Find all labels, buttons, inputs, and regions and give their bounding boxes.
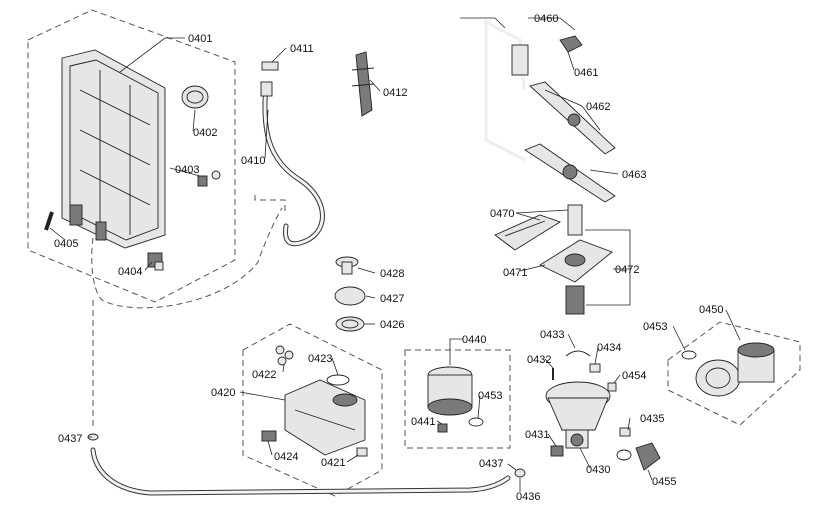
label-0462: 0462 — [586, 101, 610, 113]
part-0454-clip — [607, 382, 617, 392]
label-0405: 0405 — [54, 238, 78, 250]
label-0470: 0470 — [490, 208, 514, 220]
part-0441-nut — [437, 423, 448, 433]
label-0454: 0454 — [622, 370, 646, 382]
part-0421-clip — [356, 447, 368, 457]
part-0428-cap — [335, 256, 359, 275]
label-0423: 0423 — [308, 353, 332, 365]
label-0410: 0410 — [241, 155, 265, 167]
label-0411: 0411 — [290, 43, 314, 55]
part-0453-seal-ring — [681, 350, 697, 360]
label-0463: 0463 — [622, 169, 646, 181]
hose-0410-dashed-link — [254, 195, 286, 215]
part-0450-circulation-pump — [695, 342, 775, 397]
label-0441: 0441 — [411, 416, 435, 428]
part-0411-clip — [261, 61, 279, 71]
part-0405-strip — [44, 211, 54, 231]
label-0450: 0450 — [699, 304, 723, 316]
part-0427-cover — [334, 286, 366, 306]
part-0455-sensor — [616, 442, 661, 471]
label-0430: 0430 — [586, 464, 610, 476]
label-0404: 0404 — [118, 266, 142, 278]
part-0412-rail — [351, 51, 375, 117]
label-0426: 0426 — [380, 319, 404, 331]
drain-hose-inner — [91, 448, 510, 495]
label-0460: 0460 — [534, 13, 558, 25]
part-0404-connector — [147, 252, 164, 271]
part-0463-lower-spray-arm — [524, 143, 616, 203]
label-0472: 0472 — [615, 264, 639, 276]
label-0455: 0455 — [652, 476, 676, 488]
leader-lines — [49, 17, 741, 492]
label-0471: 0471 — [503, 267, 527, 279]
label-0432: 0432 — [527, 354, 551, 366]
part-0410-hose — [260, 81, 325, 247]
label-0421: 0421 — [321, 457, 345, 469]
part-0430-sump — [545, 381, 611, 449]
label-0437-left: 0437 — [58, 433, 82, 445]
label-0420: 0420 — [211, 387, 235, 399]
label-0428: 0428 — [380, 268, 404, 280]
part-0462-upper-spray-arm — [529, 81, 616, 155]
label-0402: 0402 — [193, 127, 217, 139]
label-0437-right: 0437 — [479, 458, 503, 470]
label-0422: 0422 — [252, 369, 276, 381]
part-0434-clip — [589, 363, 601, 373]
part-0433-clamp — [565, 350, 591, 357]
drain-hose — [90, 447, 511, 496]
label-0403: 0403 — [175, 164, 199, 176]
label-0412: 0412 — [383, 87, 407, 99]
part-0401-side-panel — [61, 49, 166, 249]
part-0472-fine-filter — [565, 204, 585, 315]
label-0431: 0431 — [525, 429, 549, 441]
part-0423-seal-ring — [326, 374, 350, 386]
label-0436: 0436 — [516, 491, 540, 503]
part-0422-small-parts — [275, 345, 294, 366]
part-0426-ring — [335, 316, 365, 332]
part-0435-fitting — [619, 427, 631, 437]
label-0401: 0401 — [188, 33, 212, 45]
part-0460-arm-carrier — [484, 20, 529, 162]
part-labels: 0401 0402 0403 0404 0405 0411 0410 0412 … — [54, 13, 723, 503]
part-0402-seal — [181, 85, 209, 109]
group-outline-0401 — [27, 9, 236, 303]
part-0461-nut — [559, 35, 583, 53]
label-0461: 0461 — [574, 67, 598, 79]
part-0470-micro-filter — [494, 214, 562, 251]
hose-clamp-0437-right — [514, 468, 526, 478]
label-0453-seal: 0453 — [643, 321, 667, 333]
part-0424-connector — [261, 430, 277, 442]
label-0453-pump: 0453 — [478, 390, 502, 402]
label-0434: 0434 — [597, 342, 621, 354]
part-0471-filter-plate — [539, 239, 613, 283]
group-outline-0440 — [404, 349, 511, 449]
label-0433: 0433 — [540, 329, 564, 341]
part-0453-ring — [468, 417, 484, 427]
part-0440-heater-pump — [427, 366, 473, 416]
drain-hose-route — [91, 207, 283, 309]
label-0435: 0435 — [640, 413, 664, 425]
part-0431-fitting — [550, 445, 564, 457]
label-0427: 0427 — [380, 293, 404, 305]
label-0424: 0424 — [274, 451, 298, 463]
label-0440: 0440 — [462, 334, 486, 346]
part-0420-housing — [284, 379, 366, 456]
group-outline-0450 — [667, 321, 801, 426]
part-0403-fitting — [197, 170, 221, 187]
group-outline-0420 — [242, 323, 383, 497]
